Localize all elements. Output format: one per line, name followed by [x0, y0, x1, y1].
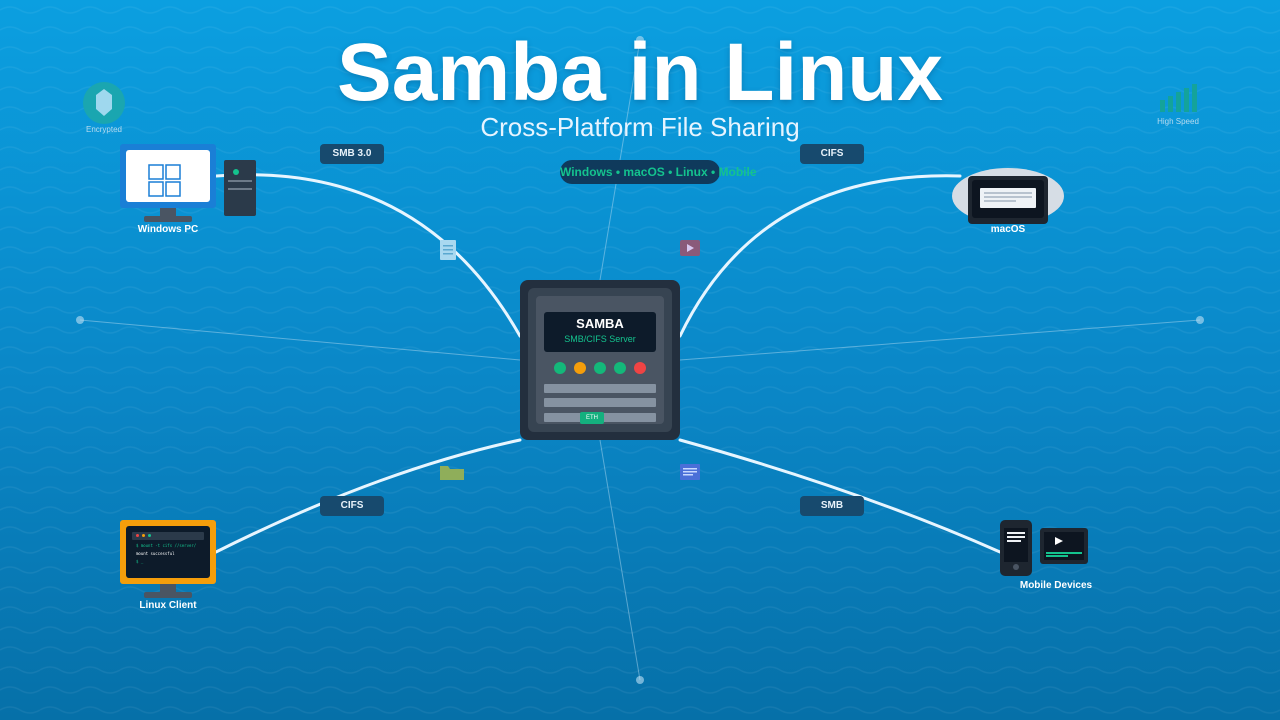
- windows-logo-icon: [148, 164, 181, 197]
- network-node-right: [1196, 316, 1204, 324]
- protocol-label-smb3: SMB 3.0: [320, 144, 384, 164]
- signal-bars-icon: [1160, 84, 1197, 112]
- encrypted-label: Encrypted: [85, 125, 123, 134]
- status-led-5: [634, 362, 646, 374]
- protocol-label-cifs-top: CIFS: [800, 144, 864, 164]
- high-speed-label: High Speed: [1157, 117, 1199, 126]
- status-led-1: [554, 362, 566, 374]
- server-display: SAMBA SMB/CIFS Server: [544, 312, 656, 352]
- status-led-2: [574, 362, 586, 374]
- macos-label: macOS: [990, 224, 1026, 235]
- folder-icon: [440, 466, 464, 480]
- document-icon: [440, 240, 456, 260]
- linux-client-label: Linux Client: [139, 600, 197, 611]
- connection-linux: [214, 438, 522, 554]
- server-name: SAMBA: [576, 316, 624, 331]
- linux-monitor-stand: [160, 584, 176, 592]
- status-led-4: [614, 362, 626, 374]
- network-node-left: [76, 316, 84, 324]
- terminal-output: $ mount -t cifs //server/ mount successf…: [136, 542, 208, 572]
- windows-monitor: [120, 144, 216, 208]
- windows-monitor-base: [144, 216, 192, 222]
- pc-tower: [224, 160, 256, 216]
- connection-macos: [678, 174, 962, 338]
- connection-mobile: [678, 438, 1002, 554]
- video-file-icon: [680, 240, 700, 256]
- page-title: Samba in Linux: [337, 27, 943, 118]
- samba-server: SAMBA SMB/CIFS Server ETH: [520, 280, 680, 440]
- server-subtitle: SMB/CIFS Server: [564, 334, 636, 344]
- linux-monitor: $ mount -t cifs //server/ mount successf…: [120, 520, 216, 584]
- status-led-3: [594, 362, 606, 374]
- network-lines: [79, 39, 1201, 681]
- page-subtitle: Cross-Platform File Sharing: [480, 112, 800, 142]
- connection-windows: [214, 173, 522, 338]
- tablet-icon: [1040, 528, 1088, 564]
- phone-icon: [1000, 520, 1032, 576]
- windows-pc-label: Windows PC: [137, 224, 199, 235]
- shield-icon: [83, 82, 125, 124]
- ethernet-port: ETH: [580, 412, 604, 424]
- terminal-line-2: mount successful: [136, 551, 175, 556]
- protocol-label-cifs-bottom: CIFS: [320, 496, 384, 516]
- terminal-line-3: $ _: [136, 559, 144, 564]
- terminal-line-1: $ mount -t cifs //server/: [136, 543, 197, 548]
- windows-monitor-stand: [160, 208, 176, 216]
- network-node-bottom: [636, 676, 644, 684]
- macbook-icon: [968, 176, 1048, 224]
- terminal-titlebar: [132, 532, 204, 540]
- protocol-label-smb: SMB: [800, 496, 864, 516]
- drive-bay-2: [544, 398, 656, 407]
- play-icon: [1055, 537, 1063, 545]
- linux-monitor-base: [144, 592, 192, 598]
- platforms-badge: Windows • macOS • Linux • Mobile: [560, 160, 757, 184]
- mobile-devices-label: Mobile Devices: [1019, 580, 1093, 591]
- text-file-icon: [680, 464, 700, 480]
- drive-bay-1: [544, 384, 656, 393]
- network-node-top: [636, 36, 644, 44]
